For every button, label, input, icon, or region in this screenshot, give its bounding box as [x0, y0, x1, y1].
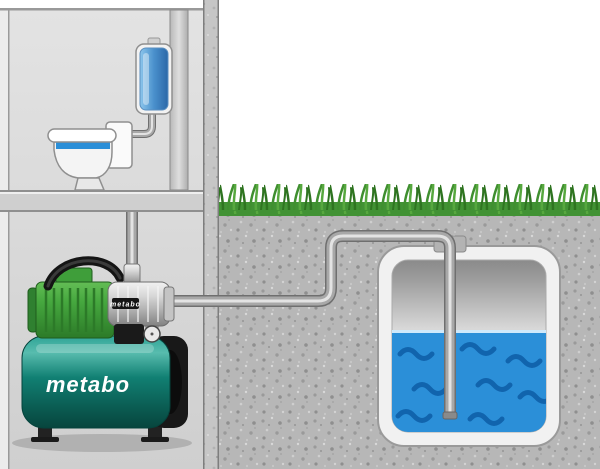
flush-cistern: [122, 37, 173, 138]
exterior-wall: [203, 0, 219, 469]
tank-highlight: [36, 344, 154, 353]
cistern-front-panel: [139, 47, 169, 111]
left-wall-edge: [8, 10, 10, 469]
carry-handle: [43, 256, 125, 291]
outlet-flange: [163, 286, 175, 322]
brand-plate: [112, 298, 139, 309]
suction-pipe: [166, 230, 458, 420]
pressure-tank: metabo: [21, 335, 188, 429]
pump-unit: metabo: [12, 256, 192, 452]
pump-feet: [31, 418, 169, 442]
pressure-switch: [114, 324, 144, 344]
water-waves: [395, 342, 546, 426]
toilet-seat: [47, 128, 117, 143]
pump-brand-label: metabo: [110, 302, 141, 309]
cistern-panel-highlight: [143, 53, 149, 105]
foot-valve: [442, 411, 458, 420]
floor-slab: [0, 190, 203, 212]
pressure-gauge: [143, 325, 161, 343]
toilet-feed-pipe: [122, 112, 156, 138]
ceiling-line: [0, 8, 203, 11]
water-surface-line: [392, 330, 546, 333]
pump-head: metabo: [107, 263, 175, 327]
toilet: [47, 121, 133, 191]
toilet-pedestal: [74, 177, 106, 191]
above-roof: [0, 0, 203, 8]
grass: [219, 184, 600, 216]
cooling-fins: [44, 288, 104, 332]
underground-cistern: [377, 235, 561, 447]
grass-blades: [219, 184, 600, 214]
left-wall: [0, 10, 8, 469]
toilet-water: [56, 141, 110, 149]
tank-brand-label: metabo: [46, 372, 130, 397]
